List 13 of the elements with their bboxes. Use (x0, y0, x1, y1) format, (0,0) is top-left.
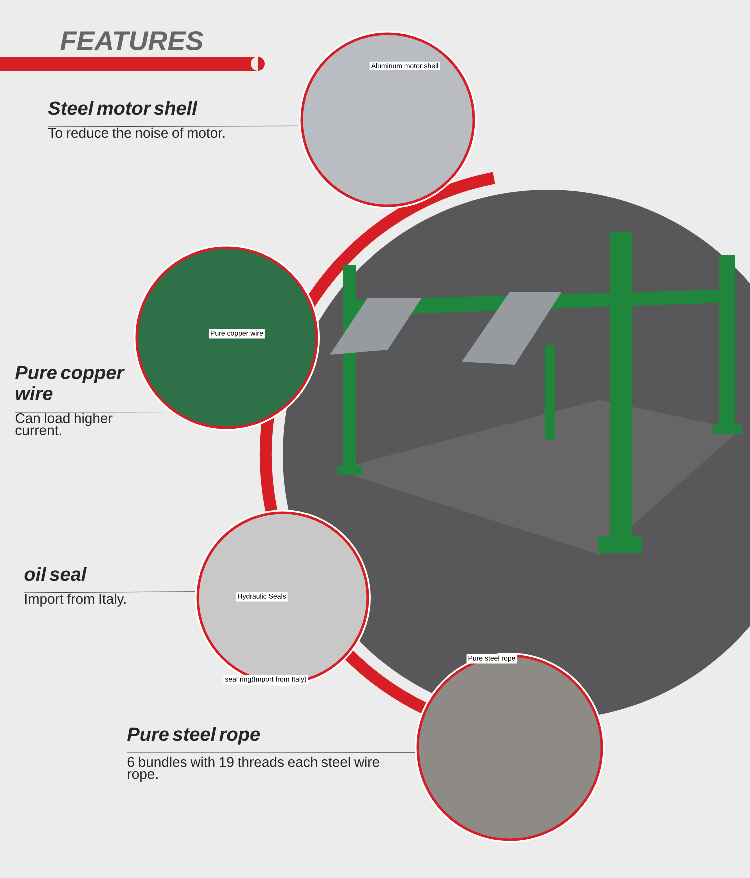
feature-heading: Pure steel rope (128, 727, 260, 745)
leader-line (48, 126, 300, 128)
leader-line (24, 592, 196, 594)
title: FEATURES (60, 31, 204, 51)
feature-heading: Pure copper wire (16, 366, 125, 400)
feature-heading: Steel motor shell (48, 101, 198, 116)
leader-line (14, 412, 173, 414)
leader-line (126, 752, 416, 754)
feature-heading: oil seal (24, 567, 87, 582)
feature-description: Import from Italy. (25, 594, 126, 607)
feature-description: 6 bundles with 19 threads each steel wire rope. (128, 756, 380, 782)
feature-description: To reduce the noise of motor. (48, 128, 225, 138)
feature-description: Can load higher current. (16, 413, 113, 436)
